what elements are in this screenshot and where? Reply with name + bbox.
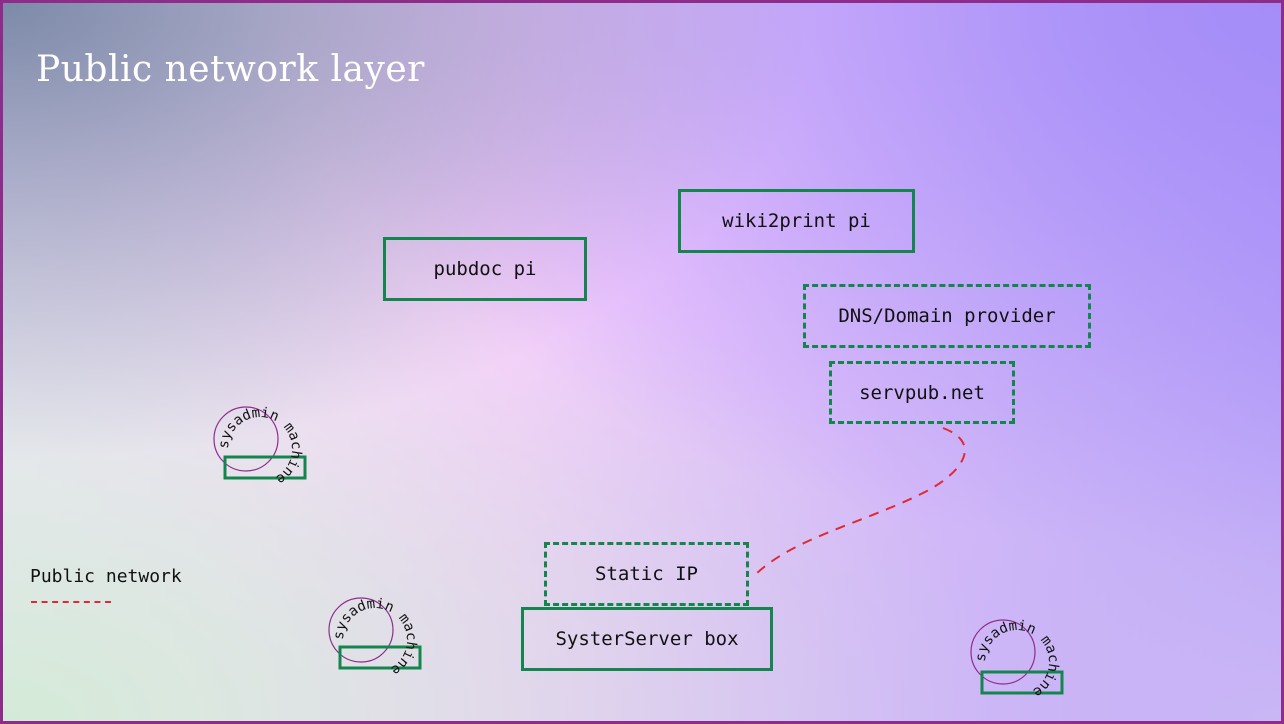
node-label: DNS/Domain provider [838,305,1056,327]
machine-label: sysadmin machine [216,405,304,487]
node-pubdoc-pi[interactable]: pubdoc pi [383,237,587,301]
node-label: servpub.net [859,381,985,404]
node-label: Static IP [595,563,698,585]
node-systerserver-box[interactable]: SysterServer box [521,607,773,671]
machine-label: sysadmin machine [973,618,1061,700]
node-dns-domain-provider[interactable]: DNS/Domain provider [803,284,1091,348]
sysadmin-machine-2[interactable]: sysadmin machine [303,586,423,681]
edge-layer [754,427,966,576]
sysadmin-machine-1[interactable]: sysadmin machine [188,395,308,490]
legend-public-network-label: Public network [30,566,182,587]
node-label: pubdoc pi [433,258,537,280]
machine-icon: sysadmin machine [213,405,307,487]
machine-icon: sysadmin machine [970,618,1064,700]
sysadmin-machine-3[interactable]: sysadmin machine [945,608,1065,703]
edge-public-network [754,427,966,576]
node-static-ip[interactable]: Static IP [544,542,749,606]
machine-icon: sysadmin machine [328,596,422,678]
legend-public-network-line [31,601,111,603]
node-label: SysterServer box [555,628,739,650]
machine-label: sysadmin machine [331,596,419,678]
diagram-title: Public network layer [36,49,425,90]
node-servpub-net[interactable]: servpub.net [829,361,1015,424]
node-label: wiki2print pi [722,210,871,232]
node-wiki2print-pi[interactable]: wiki2print pi [678,189,915,253]
